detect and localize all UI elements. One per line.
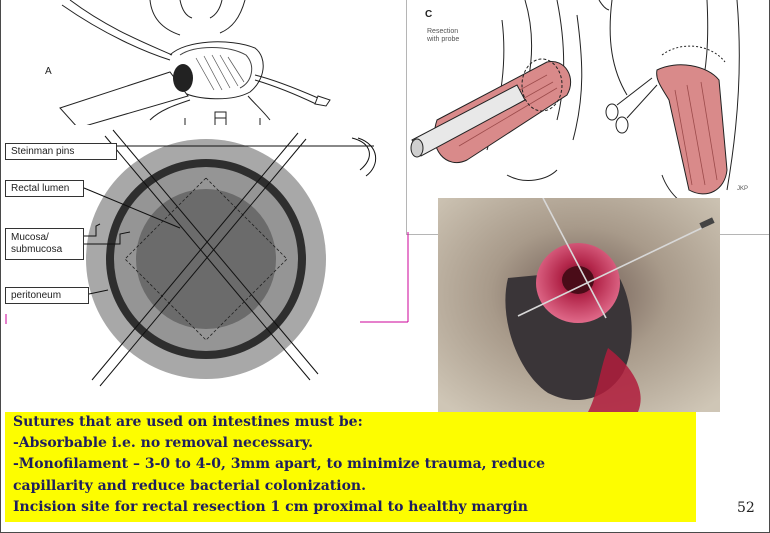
surgical-illustration-a <box>0 0 395 125</box>
panel-letter-a: A <box>45 66 52 77</box>
resection-caption: Resection with probe <box>427 28 477 44</box>
panel-letter-c: C <box>425 9 432 20</box>
label-rectal-lumen: Rectal lumen <box>5 180 84 197</box>
svg-text:JKP: JKP <box>737 186 748 192</box>
resection-caption-line1: Resection <box>427 28 477 36</box>
label-mucosa-line2: submucosa <box>11 244 78 256</box>
note-line-3: -Monofilament – 3-0 to 4-0, 3mm apart, t… <box>13 454 688 475</box>
clinical-photo-rectal-prolapse <box>438 198 720 412</box>
note-line-5: Incision site for rectal resection 1 cm … <box>13 497 688 518</box>
suture-notes: Sutures that are used on intestines must… <box>5 412 696 522</box>
clinical-photo-drawing <box>438 198 720 412</box>
label-mucosa-submucosa: Mucosa/ submucosa <box>5 228 84 260</box>
label-mucosa-line1: Mucosa/ <box>11 232 78 244</box>
label-steinman-pins: Steinman pins <box>5 143 117 160</box>
note-line-2: -Absorbable i.e. no removal necessary. <box>13 433 688 454</box>
slide-border-left <box>0 0 1 533</box>
note-line-1: Sutures that are used on intestines must… <box>13 412 688 433</box>
note-line-4: capillarity and reduce bacterial coloniz… <box>13 476 688 497</box>
surgical-illustration-a-drawing <box>0 0 395 125</box>
resection-caption-line2: with probe <box>427 36 477 44</box>
page-number: 52 <box>737 500 755 516</box>
label-peritoneum: peritoneum <box>5 287 89 304</box>
